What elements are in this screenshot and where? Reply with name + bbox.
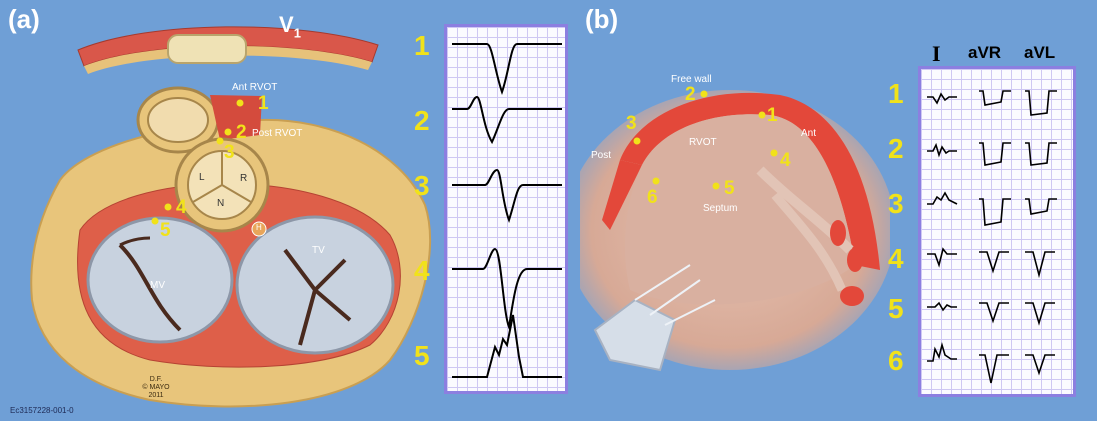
site-b4-dot bbox=[771, 150, 778, 157]
ecg-b-traces bbox=[921, 69, 1073, 394]
ecg-b-r1-i bbox=[927, 94, 957, 103]
ecg-b-row-6-number: 6 bbox=[888, 345, 904, 377]
ecg-b-r5-i bbox=[927, 303, 957, 310]
ecg-grid-b bbox=[918, 66, 1076, 397]
ecg-b-row-1-number: 1 bbox=[888, 78, 904, 110]
site-b2-number: 2 bbox=[685, 84, 696, 106]
ecg-b-row-4-number: 4 bbox=[888, 243, 904, 275]
ecg-b-r4-avr bbox=[979, 252, 1009, 271]
site-b6-dot bbox=[653, 178, 660, 185]
ecg-b-r6-avr bbox=[979, 355, 1009, 383]
ecg-b-row-2-number: 2 bbox=[888, 133, 904, 165]
ecg-b-r6-avl bbox=[1025, 355, 1055, 373]
site-b3-dot bbox=[634, 138, 641, 145]
site-b1-dot bbox=[759, 112, 766, 119]
site-b5-dot bbox=[713, 183, 720, 190]
lead-header-i: I bbox=[932, 41, 941, 67]
site-b4-number: 4 bbox=[780, 150, 791, 172]
ecg-b-r2-avl bbox=[1025, 143, 1057, 165]
ecg-b-row-3-number: 3 bbox=[888, 188, 904, 220]
ecg-b-r3-avl bbox=[1025, 199, 1057, 214]
site-b5-number: 5 bbox=[724, 178, 735, 200]
ecg-b-r2-avr bbox=[979, 143, 1011, 165]
ecg-b-r3-i bbox=[927, 193, 957, 204]
ecg-b-r4-avl bbox=[1025, 252, 1055, 275]
ecg-b-r1-avr bbox=[979, 91, 1011, 105]
site-b2-dot bbox=[701, 91, 708, 98]
ecg-b-row-5-number: 5 bbox=[888, 293, 904, 325]
site-b6-number: 6 bbox=[647, 187, 658, 209]
lead-header-avl: aVL bbox=[1024, 43, 1055, 63]
lead-header-avr: aVR bbox=[968, 43, 1001, 63]
ecg-b-r5-avl bbox=[1025, 303, 1055, 323]
ecg-b-r2-i bbox=[927, 145, 957, 155]
ecg-b-r3-avr bbox=[979, 199, 1011, 225]
ecg-b-r5-avr bbox=[979, 303, 1009, 321]
ecg-b-r4-i bbox=[927, 249, 957, 265]
site-b1-number: 1 bbox=[767, 105, 778, 127]
site-b3-number: 3 bbox=[626, 113, 637, 135]
ecg-b-r1-avl bbox=[1025, 91, 1057, 115]
ecg-b-r6-i bbox=[927, 345, 957, 361]
